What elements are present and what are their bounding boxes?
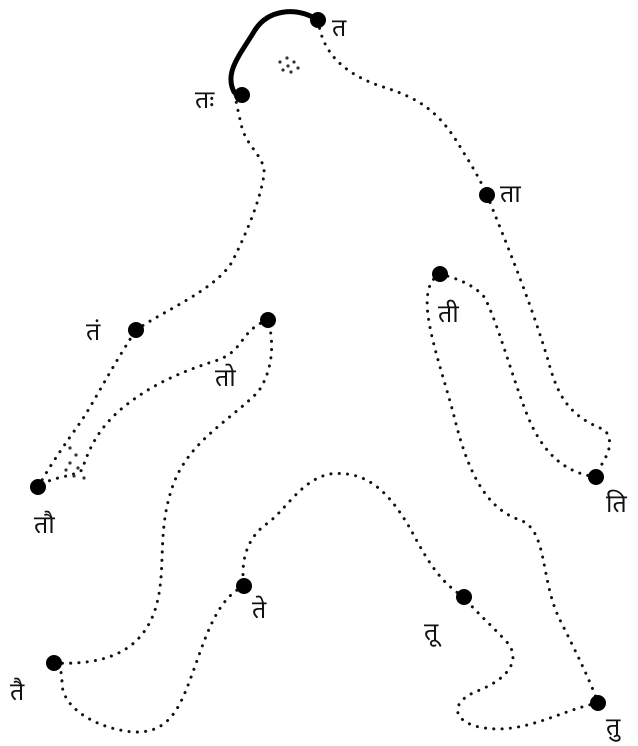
dot-tai[interactable]: तै — [10, 655, 62, 706]
dot-ta[interactable]: त — [310, 12, 347, 42]
dot-label: तः — [195, 85, 215, 114]
path-to-to-tau — [38, 320, 268, 487]
dot-marker[interactable] — [588, 469, 604, 485]
path-tii-to-tu — [427, 274, 598, 703]
dot-label: ति — [606, 489, 627, 518]
dot-tu[interactable]: तु — [590, 695, 621, 742]
dot-te[interactable]: ते — [236, 578, 267, 624]
dot-tam[interactable]: तं — [86, 317, 144, 346]
dot-marker[interactable] — [234, 87, 250, 103]
path-tuu-to-te — [243, 473, 464, 597]
dot-label: ती — [438, 299, 459, 328]
path-te-to-tai — [54, 586, 244, 732]
dot-marker[interactable] — [236, 578, 252, 594]
dot-marker[interactable] — [260, 312, 276, 328]
dot-label: तं — [86, 317, 101, 346]
dot-marker[interactable] — [310, 12, 326, 28]
dot-label: तू — [424, 617, 442, 647]
dot-marker[interactable] — [432, 266, 448, 282]
dot-tau[interactable]: तौ — [30, 479, 55, 539]
dot-marker[interactable] — [46, 655, 62, 671]
dot-marker[interactable] — [590, 695, 606, 711]
starter-line — [231, 12, 318, 92]
dot-tii[interactable]: ती — [432, 266, 459, 328]
dot-marker[interactable] — [128, 322, 144, 338]
path-tu-to-tuu — [458, 597, 598, 729]
dot-marker[interactable] — [456, 589, 472, 605]
dot-label: तो — [215, 363, 236, 392]
dot-label: ते — [252, 595, 267, 624]
dot-label: तै — [10, 677, 25, 706]
path-taa-to-ti — [487, 195, 610, 477]
dot-taa[interactable]: ता — [479, 179, 521, 208]
path-ta-to-taa — [318, 20, 487, 195]
dot-tuu[interactable]: तू — [424, 589, 472, 647]
dot-to[interactable]: तो — [215, 312, 276, 392]
dot-label: तु — [606, 712, 621, 742]
dot-marker[interactable] — [479, 187, 495, 203]
path-tai-to-to — [54, 320, 272, 663]
dot-label: तौ — [34, 510, 55, 539]
dot-label: ता — [500, 179, 521, 208]
dot-ti[interactable]: ति — [588, 469, 627, 518]
dot-label: त — [332, 13, 347, 42]
hand-speck-marks — [64, 446, 85, 479]
dot-tah[interactable]: तः — [195, 85, 250, 114]
dot-marker[interactable] — [30, 479, 46, 495]
path-tam-to-tah — [136, 92, 264, 330]
face-speck-marks — [278, 56, 299, 73]
